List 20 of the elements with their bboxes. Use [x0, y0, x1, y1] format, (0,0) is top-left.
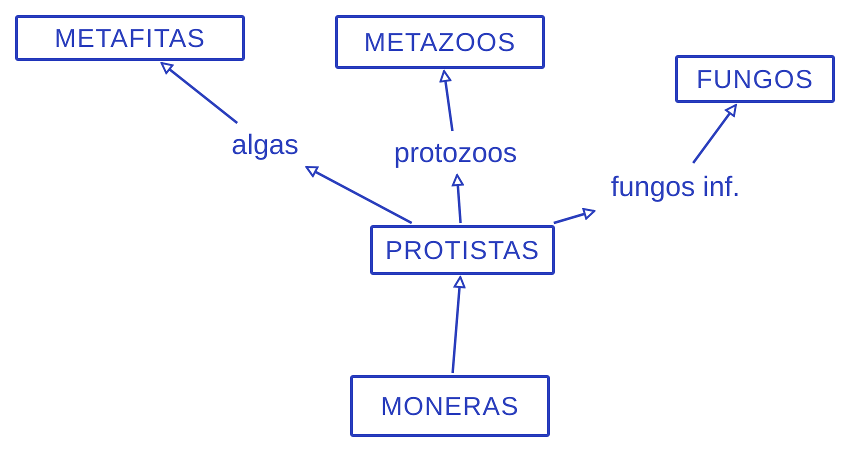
taxon-name: MONERAS	[380, 390, 520, 422]
arrow	[160, 62, 238, 124]
taxon-name: FUNGOS	[696, 64, 814, 94]
taxon-name: METAFITAS	[54, 22, 206, 54]
arrow	[692, 104, 737, 164]
taxon-box	[335, 15, 545, 69]
group-label: protozoos	[394, 137, 517, 169]
arrow	[439, 70, 454, 132]
arrow	[553, 208, 596, 224]
arrow	[452, 174, 464, 224]
arrow	[451, 276, 466, 374]
taxon-box	[370, 225, 555, 275]
arrow	[305, 166, 412, 224]
taxon-name: METAZOOS	[364, 26, 516, 58]
group-label: fungos inf.	[610, 171, 740, 203]
taxon-box	[675, 55, 835, 103]
group-label: algas	[232, 129, 298, 161]
taxon-box	[350, 375, 550, 437]
taxon-box	[15, 15, 245, 61]
taxon-name: PROTISTAS	[385, 234, 540, 266]
